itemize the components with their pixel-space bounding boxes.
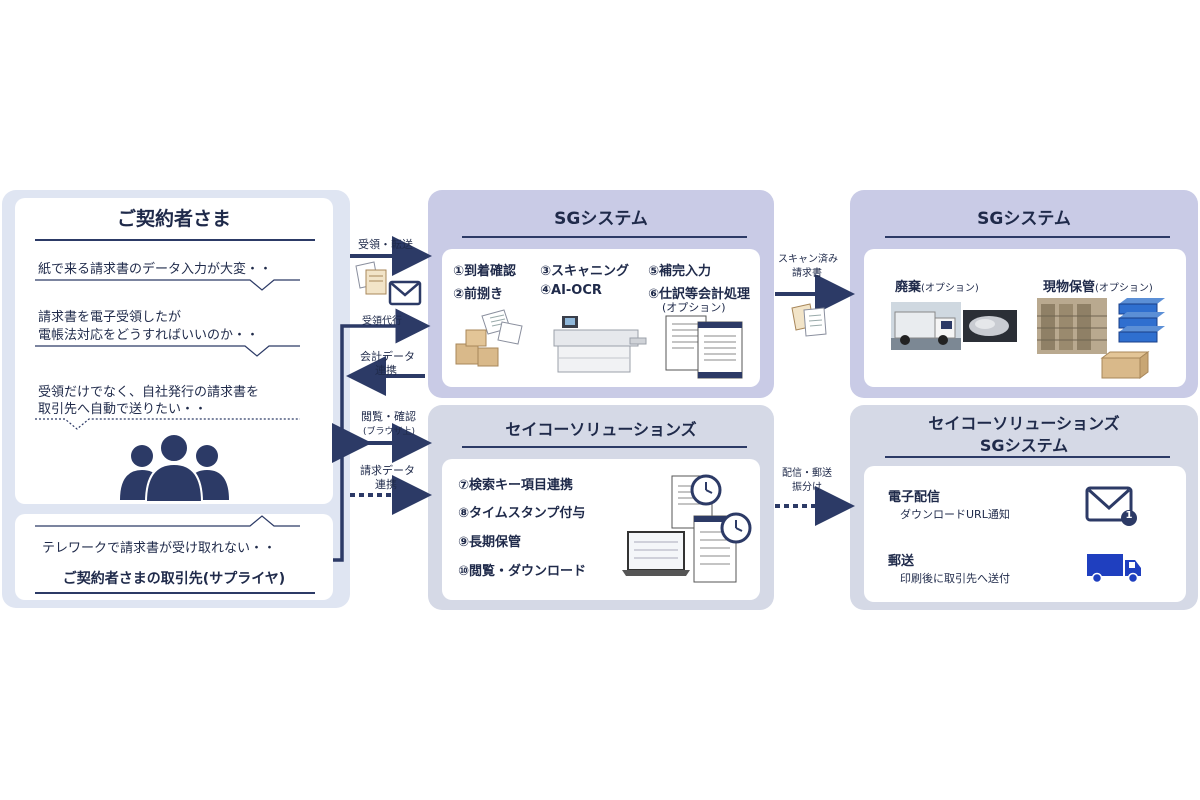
envelope-icon <box>388 280 422 306</box>
storage-label: 現物保管 <box>1043 280 1096 295</box>
label-deliver-2: 振分け <box>792 482 822 493</box>
storage-shelves-icon <box>1118 298 1165 343</box>
step-ai-ocr: ④AI-OCR <box>540 283 602 298</box>
storage-option: (オプション) <box>1095 283 1153 294</box>
postal-title: 郵送 <box>888 554 915 569</box>
step-presort: ②前捌き <box>453 287 504 302</box>
disposal-label-group: 廃棄(オプション) <box>895 276 979 295</box>
step-scanning: ③スキャニング <box>540 264 630 279</box>
supplier-title: ご契約者さまの取引先(サプライヤ) <box>62 571 286 587</box>
label-accounting-data-1: 会計データ <box>360 350 415 363</box>
people-group-icon <box>120 433 229 503</box>
postal-desc: 印刷後に取引先へ送付 <box>900 572 1010 585</box>
email-badge-count: 1 <box>1125 510 1133 521</box>
disposal-truck-photo <box>891 302 961 350</box>
seiko-title-rule <box>462 446 747 448</box>
step-accounting-option: (オプション) <box>662 301 726 314</box>
step-timestamp: ⑧タイムスタンプ付与 <box>458 506 586 521</box>
supplier-concern: テレワークで請求書が受け取れない・・ <box>42 541 277 556</box>
customer-title: ご契約者さま <box>116 208 231 230</box>
warehouse-photo <box>1037 298 1107 354</box>
concern-2: 請求書を電子受領したが <box>38 310 182 325</box>
customer-title-rule <box>35 239 315 241</box>
sg-system-right-title: SGシステム <box>977 209 1071 229</box>
sg-system-title-rule <box>462 236 747 238</box>
label-receive-forward: 受領・転送 <box>358 238 413 251</box>
step-accounting: ⑥仕訳等会計処理 <box>648 287 751 302</box>
disposal-label: 廃棄 <box>895 280 922 295</box>
seiko-title: セイコーソリューションズ <box>505 420 697 439</box>
timestamp-documents-icon <box>622 474 752 583</box>
seiko-sg-title-rule <box>885 456 1170 458</box>
supplier-title-rule <box>35 592 315 594</box>
step-completion-input: ⑤補完入力 <box>648 264 712 279</box>
scanned-invoice-icon <box>791 303 827 337</box>
disposal-option: (オプション) <box>921 283 979 294</box>
sg-system-title: SGシステム <box>554 209 648 229</box>
concern-3: 電帳法対応をどうすればいいのか・・ <box>38 328 260 343</box>
label-scanned-2: 請求書 <box>792 268 822 279</box>
label-accounting-data-2: 連携 <box>375 364 397 377</box>
step-arrival-check: ①到着確認 <box>453 264 517 279</box>
label-scanned-1: スキャン済み <box>778 254 838 265</box>
step-view-download: ⑩閲覧・ダウンロード <box>458 564 587 579</box>
label-receive-proxy: 受領代行 <box>362 316 402 327</box>
concern-5: 取引先へ自動で送りたい・・ <box>38 402 208 417</box>
sg-system-right-title-rule <box>885 236 1170 238</box>
step-long-term-storage: ⑨長期保管 <box>458 535 522 550</box>
email-notification-icon <box>1085 486 1137 526</box>
scanner-machine-icon <box>553 316 647 373</box>
paper-invoice-icon <box>355 261 387 295</box>
storage-label-group: 現物保管(オプション) <box>1043 276 1153 295</box>
label-invoice-data-2: 連携 <box>375 478 397 491</box>
email-delivery-desc: ダウンロードURL通知 <box>900 508 1010 521</box>
step-search-key: ⑦検索キー項目連携 <box>458 478 574 493</box>
label-invoice-data-1: 請求データ <box>360 464 415 477</box>
email-delivery-title: 電子配信 <box>888 490 941 505</box>
shredded-paper-photo <box>963 310 1017 342</box>
label-browser: (ブラウザ上) <box>363 427 416 437</box>
label-deliver-1: 配信・郵送 <box>782 468 832 479</box>
invoice-documents-icon <box>665 315 743 379</box>
concern-1: 紙で来る請求書のデータ入力が大変・・ <box>38 262 273 277</box>
cardboard-boxes-icon <box>455 309 523 367</box>
label-view-confirm: 閲覧・確認 <box>361 410 416 423</box>
seiko-sg-title-2: SGシステム <box>979 436 1069 455</box>
concern-4: 受領だけでなく、自社発行の請求書を <box>38 385 260 400</box>
seiko-sg-title-1: セイコーソリューションズ <box>928 414 1120 433</box>
delivery-truck-icon <box>1087 554 1141 584</box>
storage-box-icon <box>1100 351 1150 379</box>
supplier-box <box>15 514 333 600</box>
